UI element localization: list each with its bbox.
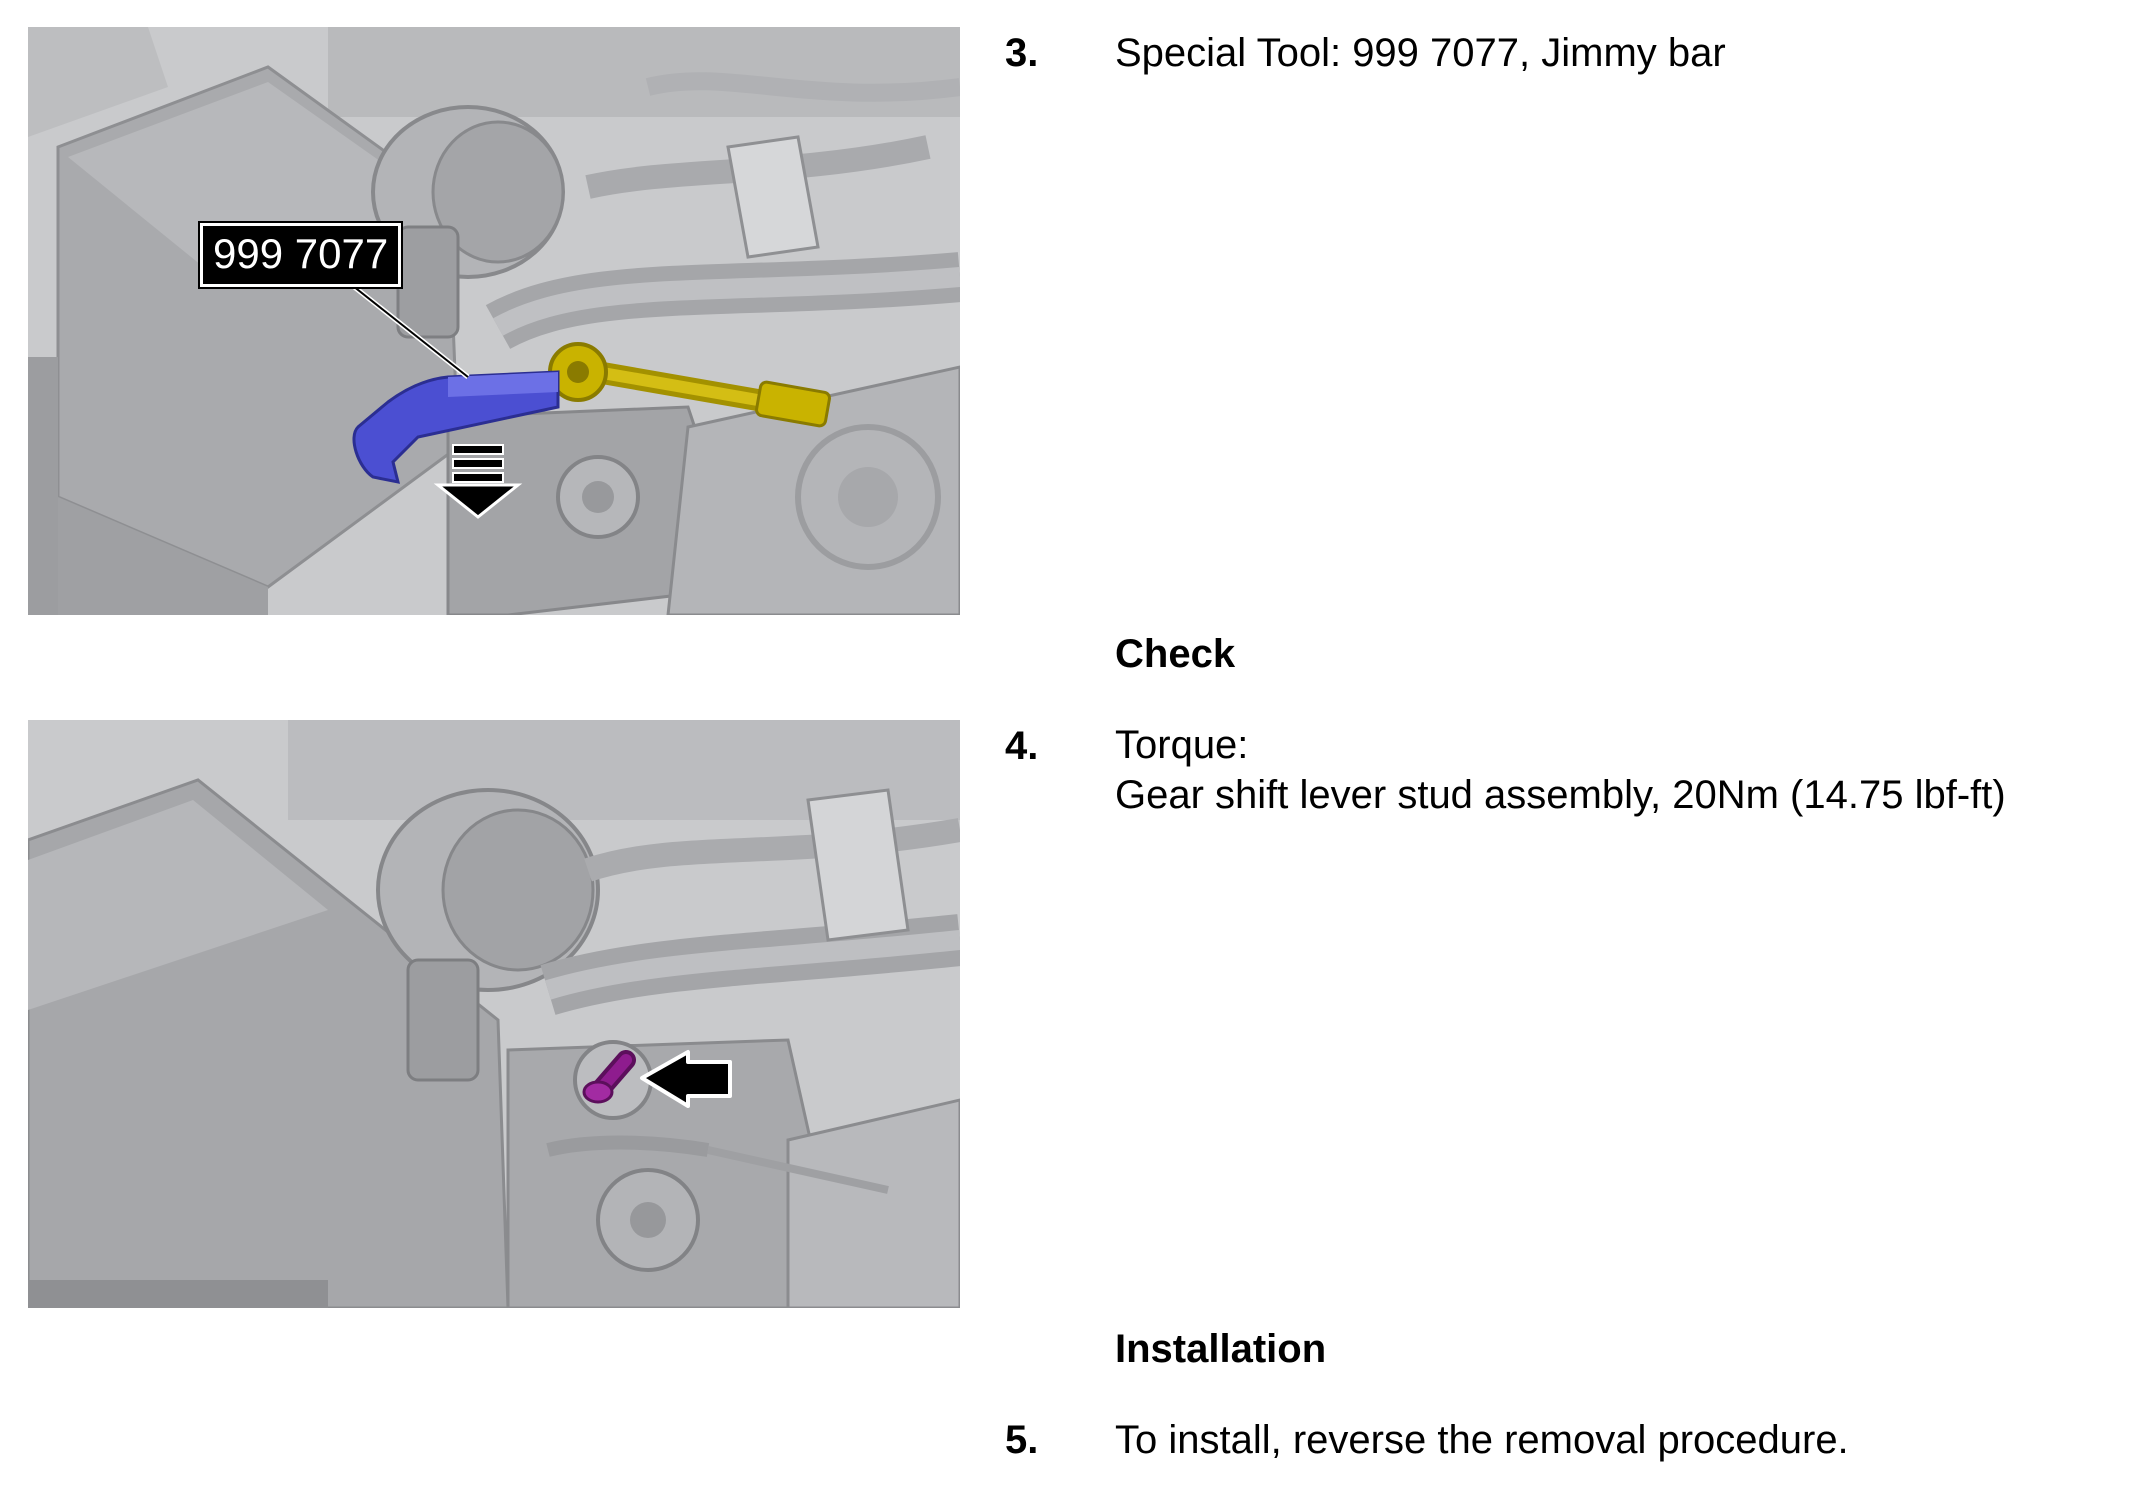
engine-illustration-1 xyxy=(28,27,960,615)
step-text: Special Tool: 999 7077, Jimmy bar xyxy=(1115,28,1726,78)
step-line: Torque: xyxy=(1115,723,1249,767)
step-line: Special Tool: 999 7077, Jimmy bar xyxy=(1115,31,1726,75)
step-number: 5. xyxy=(1005,1418,1039,1462)
engine-illustration-2 xyxy=(28,720,960,1308)
tool-number-callout: 999 7077 xyxy=(197,221,404,289)
down-arrow-icon xyxy=(433,444,523,519)
illustration-jimmy-bar: 999 7077 xyxy=(28,27,960,615)
section-heading-installation: Installation xyxy=(1115,1327,1327,1371)
step-line: Gear shift lever stud assembly, 20Nm (14… xyxy=(1115,773,2006,817)
step-number: 3. xyxy=(1005,31,1039,75)
step-text: Torque: Gear shift lever stud assembly, … xyxy=(1115,720,2006,820)
step-line: To install, reverse the removal procedur… xyxy=(1115,1418,1849,1462)
illustration-stud-assembly xyxy=(28,720,960,1308)
step-number: 4. xyxy=(1005,724,1039,768)
section-heading-check: Check xyxy=(1115,632,1236,676)
step-text: To install, reverse the removal procedur… xyxy=(1115,1415,1849,1465)
left-arrow-icon xyxy=(640,1050,732,1108)
